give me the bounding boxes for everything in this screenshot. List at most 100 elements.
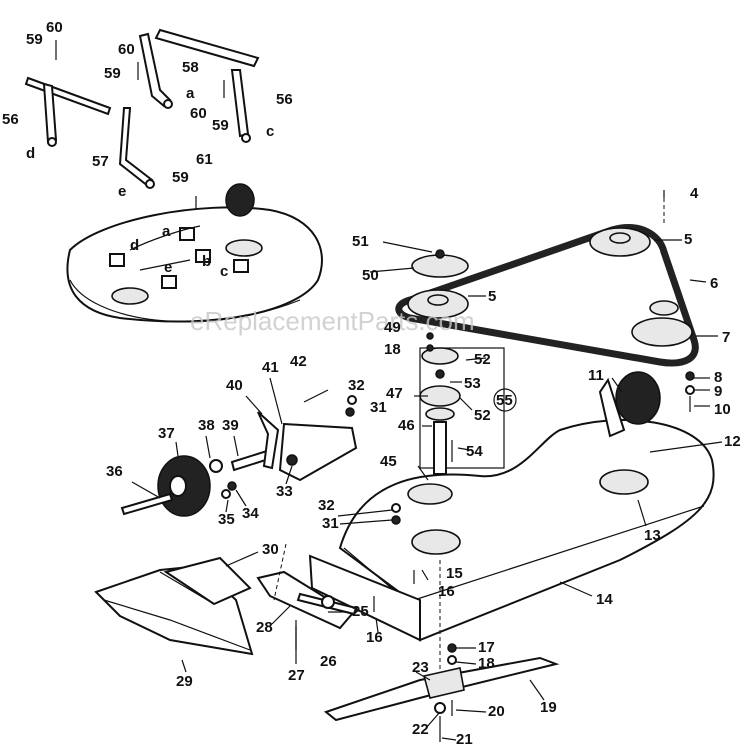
label-52: 52 <box>474 351 491 368</box>
nut-8 <box>685 371 695 381</box>
label-20: 20 <box>488 703 505 720</box>
watermark: eReplacementParts.com <box>190 306 475 336</box>
pulley-5-lower-hub <box>427 294 449 306</box>
label-54: 54 <box>466 443 483 460</box>
label-32: 32 <box>318 497 335 514</box>
washer-38 <box>209 459 223 473</box>
label-58: 58 <box>182 59 199 76</box>
label-9: 9 <box>714 383 722 400</box>
label-14: 14 <box>596 591 613 608</box>
label-21: 21 <box>456 731 473 748</box>
label-29: 29 <box>176 673 193 690</box>
front-wheel-group <box>120 389 401 525</box>
pulley-6-small <box>649 300 679 316</box>
label-25: 25 <box>352 603 369 620</box>
label-e: e <box>164 259 172 276</box>
nut-51 <box>435 249 445 259</box>
lift-linkage-group <box>24 28 260 216</box>
blade-group <box>323 560 560 742</box>
spacer-53 <box>435 369 445 379</box>
deck-overview-group <box>66 183 323 323</box>
label-59: 59 <box>104 65 121 82</box>
label-55-circle <box>493 388 517 412</box>
chute-30-deflector <box>163 556 252 606</box>
spindle-stack-group <box>419 332 505 475</box>
lift-arm-56-left <box>24 76 112 116</box>
label-60: 60 <box>46 19 63 36</box>
leader-lines <box>369 190 723 597</box>
bolt-42 <box>303 389 329 403</box>
label-5: 5 <box>488 288 496 305</box>
nut-34 <box>227 481 237 491</box>
label-e: e <box>118 183 126 200</box>
washer-32-lower <box>391 503 401 513</box>
label-38: 38 <box>198 417 215 434</box>
label-47: 47 <box>386 385 403 402</box>
bracket-c <box>233 259 249 273</box>
wheel-37-hub <box>169 475 187 497</box>
label-30: 30 <box>262 541 279 558</box>
label-c: c <box>220 263 228 280</box>
label-61: 61 <box>196 151 213 168</box>
label-33: 33 <box>276 483 293 500</box>
label-45: 45 <box>380 453 397 470</box>
spindle-right-overview <box>225 239 263 257</box>
lift-arm-58 <box>138 32 172 108</box>
pivot-d <box>47 137 57 147</box>
pulley-5-upper-hub <box>609 232 631 244</box>
bracket-d <box>109 253 125 267</box>
deck-front-lip <box>308 554 421 642</box>
mower-deck-group <box>308 371 715 642</box>
chute-group <box>94 543 358 656</box>
pulley-7-idler <box>631 317 693 347</box>
linkage-overview-rod <box>129 225 201 271</box>
callout-labels: 60 59 60 59 58 a 60 59 56 c 56 d 57 e 61… <box>2 19 741 748</box>
pivot-a <box>163 99 173 109</box>
nut-49 <box>426 332 434 340</box>
bolt-36 <box>120 492 174 516</box>
pivot-c <box>241 133 251 143</box>
bracket-e <box>161 275 177 289</box>
label-a: a <box>186 85 195 102</box>
label-56: 56 <box>276 91 293 108</box>
wheel-bracket-12 <box>598 377 626 438</box>
blade-adapter-23 <box>423 667 465 699</box>
label-28: 28 <box>256 619 273 636</box>
label-b: b <box>202 253 211 270</box>
label-42: 42 <box>290 353 307 370</box>
washer-35 <box>221 489 231 499</box>
label-10: 10 <box>714 401 731 418</box>
spindle-13-mount <box>599 469 649 495</box>
washer-18-lower <box>447 655 457 665</box>
label-36: 36 <box>106 463 123 480</box>
label-59: 59 <box>212 117 229 134</box>
label-40: 40 <box>226 377 243 394</box>
label-27: 27 <box>288 667 305 684</box>
label-d: d <box>130 237 139 254</box>
kit-55-bracket <box>419 347 505 469</box>
washer-22 <box>434 702 446 714</box>
nut-17 <box>447 643 457 653</box>
label-52: 52 <box>474 407 491 424</box>
deck-overview-shell <box>66 206 323 323</box>
bearing-52-lower <box>425 407 455 421</box>
label-a: a <box>162 223 171 240</box>
label-60: 60 <box>190 105 207 122</box>
label-56: 56 <box>2 111 19 128</box>
label-12: 12 <box>724 433 741 450</box>
label-16: 16 <box>438 583 455 600</box>
label-59: 59 <box>26 31 43 48</box>
label-31: 31 <box>370 399 387 416</box>
lift-bar-top <box>154 28 260 68</box>
spindle-45-top <box>407 483 453 505</box>
label-31: 31 <box>322 515 339 532</box>
wheel-11 <box>615 371 661 425</box>
label-55: 55 <box>496 392 513 409</box>
wheel-overview <box>225 183 255 217</box>
label-6: 6 <box>710 275 718 292</box>
label-5: 5 <box>684 231 692 248</box>
height-lever-40 <box>257 411 280 470</box>
label-8: 8 <box>714 369 722 386</box>
label-22: 22 <box>412 721 429 738</box>
